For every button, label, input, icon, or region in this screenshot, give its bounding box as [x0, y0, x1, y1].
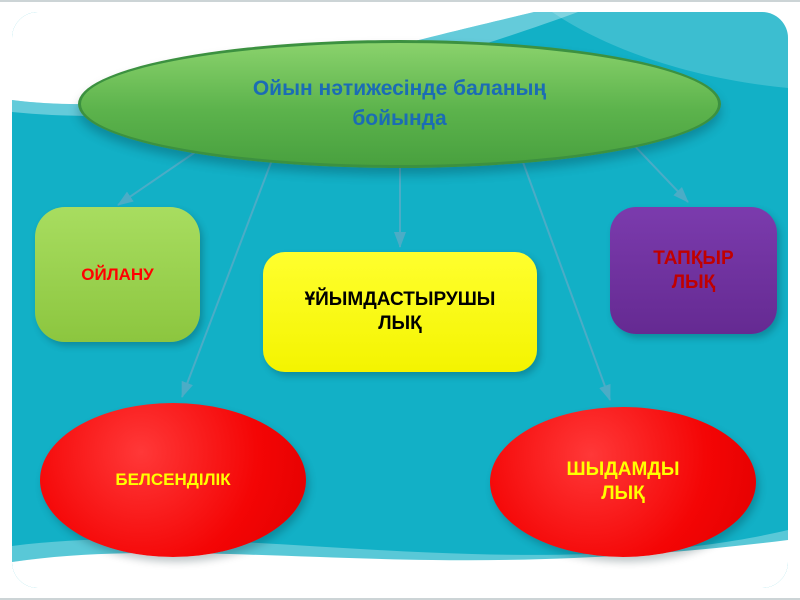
- node-oilanu: ОЙЛАНУ: [35, 207, 200, 342]
- node-shydamdylyk-label: ШЫДАМДЫ ЛЫҚ: [566, 459, 680, 504]
- title-text: Ойын нәтижесінде баланың бойында: [252, 76, 547, 130]
- node-belsendilik-label: БЕЛСЕНДІЛІК: [115, 470, 231, 490]
- node-tapkyrlyk: ТАПҚЫР ЛЫҚ: [610, 207, 777, 334]
- slide-background-panel: Ойын нәтижесінде баланың бойында ОЙЛАНУ …: [12, 12, 788, 588]
- arrow-to-shydamdylyk: [519, 153, 611, 401]
- top-wave-stripe: [12, 12, 578, 116]
- bottom-wave-shape: [12, 540, 788, 588]
- node-tapkyrlyk-label: ТАПҚЫР ЛЫҚ: [653, 247, 734, 293]
- top-right-wave: [552, 12, 788, 88]
- node-uiymdastyrushylyk-label: ҰЙЫМДАСТЫРУШЫ ЛЫҚ: [304, 289, 496, 334]
- arrow-to-belsendilik: [181, 151, 276, 398]
- node-belsendilik: БЕЛСЕНДІЛІК: [40, 403, 306, 557]
- arrow-to-tapkyrlyk: [627, 138, 689, 203]
- node-uiymdastyrushylyk: ҰЙЫМДАСТЫРУШЫ ЛЫҚ: [263, 252, 537, 372]
- node-shydamdylyk: ШЫДАМДЫ ЛЫҚ: [490, 407, 756, 557]
- title-ellipse: Ойын нәтижесінде баланың бойында: [78, 40, 721, 168]
- node-oilanu-label: ОЙЛАНУ: [81, 264, 154, 284]
